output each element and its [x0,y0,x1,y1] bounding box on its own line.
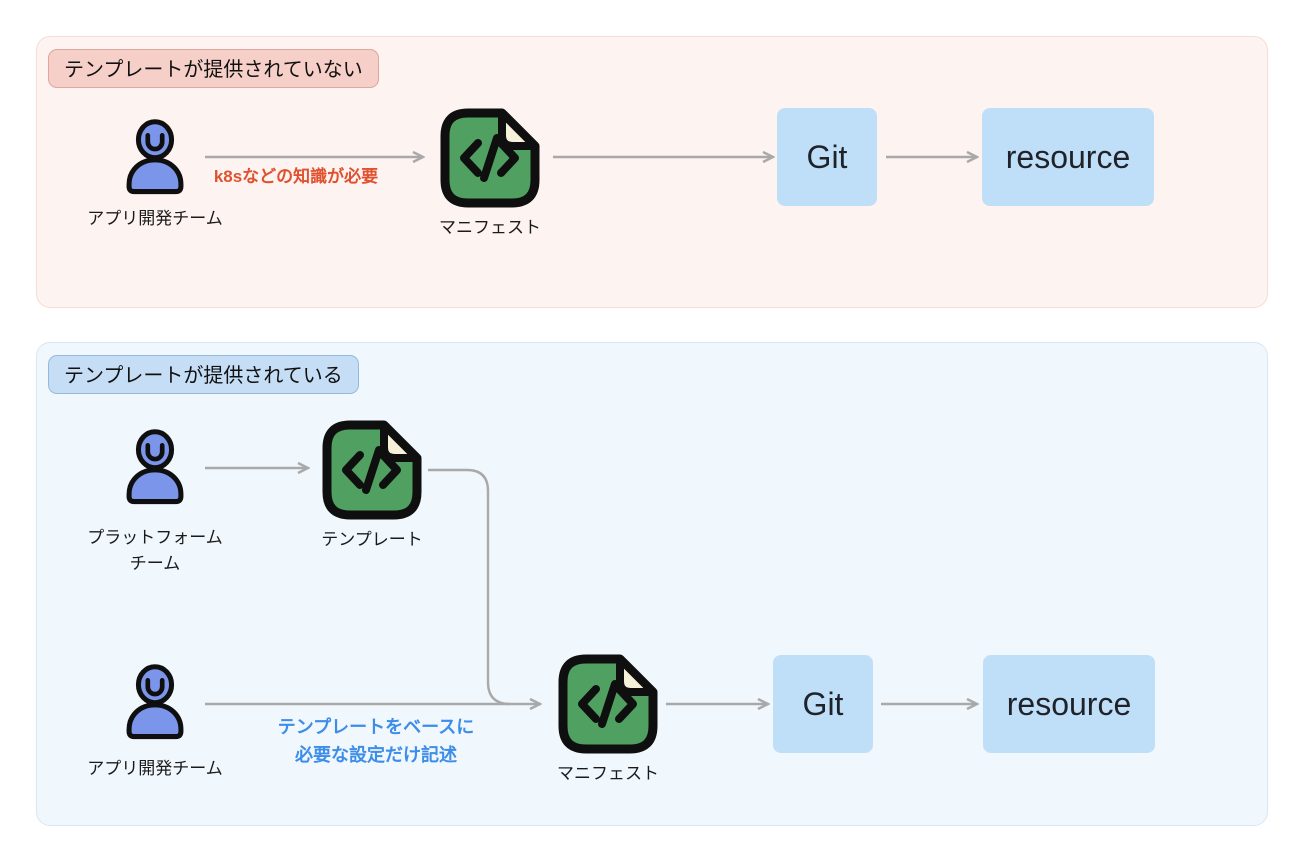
platform-team-label-line1: プラットフォーム [87,528,223,547]
app-dev-team-icon [126,119,184,195]
template-base-annotation-line1: テンプレートをベースに [277,717,475,737]
template-label: テンプレート [321,530,423,549]
app-dev-team-label: アプリ開発チーム [87,759,223,778]
platform-team-label: プラットフォーム チーム [35,525,275,577]
panel-title-badge: テンプレートが提供されている [48,355,359,394]
resource-node-label: resource [1006,685,1132,722]
template-file-icon [322,420,422,520]
platform-team-label-line2: チーム [129,554,181,573]
resource-node: resource [983,655,1155,753]
template-base-annotation: テンプレートをベースに 必要な設定だけ記述 [256,713,496,769]
resource-node-label: resource [1005,138,1131,175]
k8s-knowledge-annotation: k8sなどの知識が必要 [213,167,379,186]
platform-team-icon [126,429,184,505]
git-node-label: Git [806,138,848,175]
manifest-label: マニフェスト [557,764,659,783]
git-node-label: Git [802,685,844,722]
template-base-annotation-line2: 必要な設定だけ記述 [295,745,457,765]
manifest-label: マニフェスト [439,218,541,237]
resource-node: resource [982,108,1154,206]
app-dev-team-icon [126,664,184,740]
git-node: Git [773,655,873,753]
manifest-file-icon [440,108,540,208]
manifest-file-icon [558,654,658,754]
git-node: Git [777,108,877,206]
panel-title-badge: テンプレートが提供されていない [48,49,379,88]
app-dev-team-label: アプリ開発チーム [87,209,223,228]
